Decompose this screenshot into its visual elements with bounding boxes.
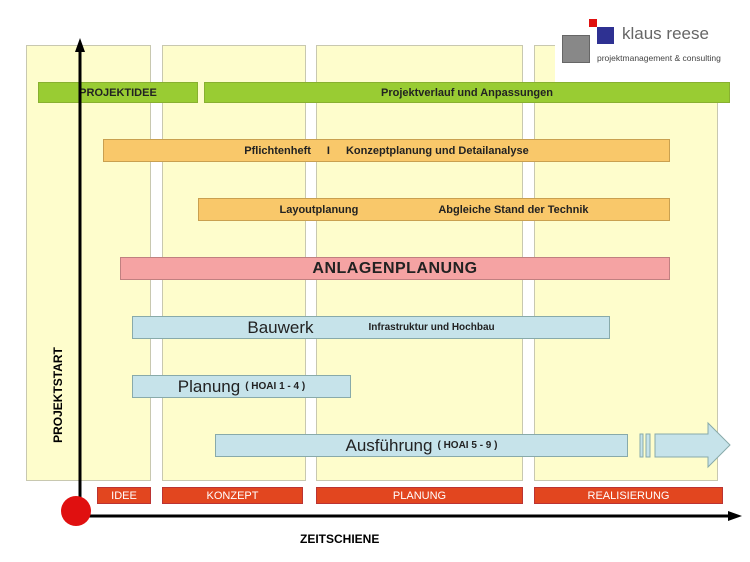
x-axis-label: ZEITSCHIENE <box>300 532 380 546</box>
layout-label: Layoutplanung <box>279 203 359 216</box>
separator: I <box>326 144 330 157</box>
phase-konzept: KONZEPT <box>162 487 303 504</box>
phase-label: REALISIERUNG <box>587 489 670 502</box>
continuation-arrow-icon <box>639 421 731 469</box>
logo-blue-square <box>597 27 614 44</box>
konzept-label: Konzeptplanung und Detailanalyse <box>345 144 529 157</box>
phase-planung: PLANUNG <box>316 487 523 504</box>
phase-label: KONZEPT <box>206 489 259 502</box>
abgleich-label: Abgleiche Stand der Technik <box>438 203 589 216</box>
logo-name: klaus reese <box>622 24 709 43</box>
logo-red-square <box>589 19 597 27</box>
projektidee-label: PROJEKTIDEE <box>79 86 157 99</box>
anlagenplanung-bar: ANLAGENPLANUNG <box>120 257 670 280</box>
bauwerk-label: Bauwerk <box>247 317 314 337</box>
x-axis-arrow-icon <box>728 511 742 521</box>
pflichtenheft-bar: Pflichtenheft I Konzeptplanung und Detai… <box>103 139 670 162</box>
logo-tagline: projektmanagement & consulting <box>597 53 721 63</box>
bauwerk-sub: Infrastruktur und Hochbau <box>368 322 495 333</box>
logo-gray-square <box>562 35 590 63</box>
projektidee-bar: PROJEKTIDEE <box>38 82 198 103</box>
anlagenplanung-label: ANLAGENPLANUNG <box>312 259 478 277</box>
phase-idee: IDEE <box>97 487 151 504</box>
start-point <box>61 496 91 526</box>
projektverlauf-bar: Projektverlauf und Anpassungen <box>204 82 730 103</box>
phase-realisierung: REALISIERUNG <box>534 487 723 504</box>
ausfuehrung-label: Ausführung <box>345 435 433 455</box>
layout-bar: Layoutplanung Abgleiche Stand der Techni… <box>198 198 670 221</box>
y-axis-label: PROJEKTSTART <box>51 347 65 443</box>
logo: klaus reese projektmanagement & consulti… <box>555 10 747 90</box>
planung-sub: ( HOAI 1 - 4 ) <box>245 381 306 392</box>
ausfuehrung-sub: ( HOAI 5 - 9 ) <box>437 440 498 451</box>
ausfuehrung-bar: Ausführung ( HOAI 5 - 9 ) <box>215 434 628 457</box>
phase-label: PLANUNG <box>392 489 447 502</box>
phase-label: IDEE <box>111 489 137 502</box>
bauwerk-bar: Bauwerk Infrastruktur und Hochbau <box>132 316 610 339</box>
projektverlauf-label: Projektverlauf und Anpassungen <box>381 86 553 99</box>
planung-bar: Planung ( HOAI 1 - 4 ) <box>132 375 351 398</box>
pflichtenheft-label: Pflichtenheft <box>244 144 311 157</box>
planung-label: Planung <box>177 376 241 396</box>
y-axis-arrow-icon <box>75 38 85 52</box>
